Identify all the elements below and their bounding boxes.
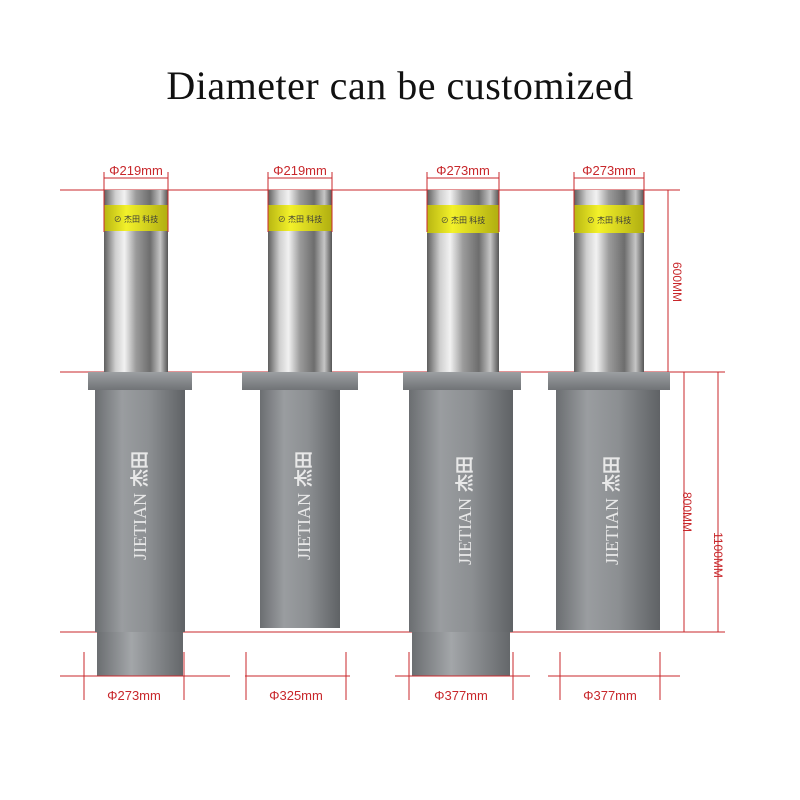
band-logo-text: ⊘ 杰田 科技 — [587, 215, 631, 225]
flange — [88, 372, 192, 390]
lower-height-label: 800MM — [680, 491, 694, 532]
height-dimension-lines — [667, 190, 719, 632]
top-diameter-label-4: Φ273mm — [582, 163, 636, 178]
reflective-band — [574, 205, 644, 233]
base-diameter-label-4: Φ377mm — [583, 688, 637, 703]
sleeve-base — [97, 632, 183, 676]
brand-mark: JIETIAN杰田 — [293, 451, 315, 560]
base-diameter-label-2: Φ325mm — [269, 688, 323, 703]
bollard-4: ⊘ 杰田 科技 JIETIAN杰田 — [548, 190, 670, 630]
bollard-3: ⊘ 杰田 科技 JIETIAN杰田 — [403, 190, 521, 676]
sleeve — [409, 390, 513, 632]
page-title: Diameter can be customized — [166, 63, 634, 108]
base-diameter-ticks — [60, 652, 680, 700]
total-height-label: 1100MM — [711, 532, 725, 578]
top-diameter-label-1: Φ219mm — [109, 163, 163, 178]
band-logo-text: ⊘ 杰田 科技 — [278, 214, 322, 224]
band-logo-text: ⊘ 杰田 科技 — [441, 215, 485, 225]
bollard-1: ⊘ 杰田 科技 JIETIAN杰田 — [88, 190, 192, 676]
brand-mark: JIETIAN杰田 — [454, 456, 476, 565]
base-diameter-label-3: Φ377mm — [434, 688, 488, 703]
brand-mark: JIETIAN杰田 — [129, 451, 151, 560]
sleeve — [556, 390, 660, 630]
flange — [548, 372, 670, 390]
sleeve — [95, 390, 185, 632]
upper-height-label: 600MM — [670, 261, 684, 302]
reflective-band — [104, 205, 168, 231]
flange — [403, 372, 521, 390]
top-diameter-label-2: Φ219mm — [273, 163, 327, 178]
brand-mark: JIETIAN杰田 — [601, 456, 623, 565]
sleeve — [260, 390, 340, 628]
top-diameter-label-3: Φ273mm — [436, 163, 490, 178]
bollard-2: ⊘ 杰田 科技 JIETIAN杰田 — [242, 190, 358, 628]
sleeve-base — [412, 632, 510, 676]
base-diameter-label-1: Φ273mm — [107, 688, 161, 703]
reflective-band — [427, 205, 499, 233]
top-diameter-ticks — [103, 172, 645, 232]
band-logo-text: ⊘ 杰田 科技 — [114, 214, 158, 224]
flange — [242, 372, 358, 390]
reflective-band — [268, 205, 332, 231]
